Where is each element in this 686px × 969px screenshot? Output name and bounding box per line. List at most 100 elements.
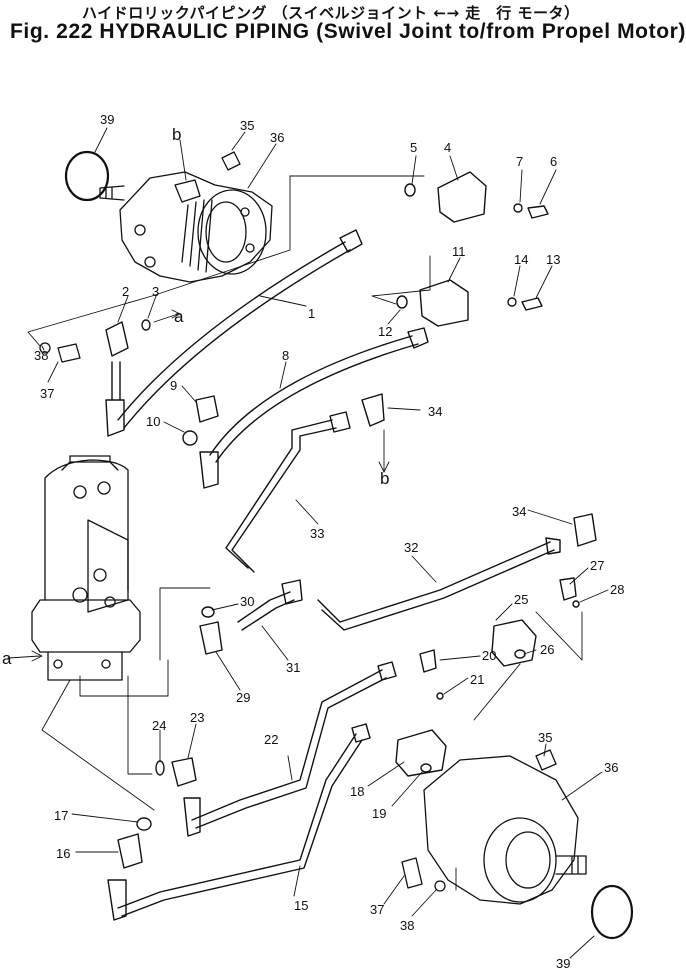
leader-19 (391, 771, 423, 807)
callout-27: 27 (590, 558, 604, 573)
hose-1-end-fitting (339, 229, 363, 253)
leader-28 (579, 589, 609, 603)
callout-37-top: 37 (40, 386, 54, 401)
callout-33: 33 (310, 526, 324, 541)
bolt-27 (559, 577, 577, 601)
callout-18: 18 (350, 784, 364, 799)
callout-29: 29 (236, 690, 250, 705)
swivel-port (93, 568, 107, 582)
callout-22: 22 (264, 732, 278, 747)
pipe-33 (225, 419, 337, 573)
leader-33 (295, 499, 319, 525)
callout-31: 31 (286, 660, 300, 675)
swivel-port (101, 659, 111, 669)
washer-38-bottom (434, 880, 446, 892)
leader-38-top (41, 345, 45, 351)
callout-25: 25 (514, 592, 528, 607)
connector-29 (199, 621, 223, 655)
leader-34-right (527, 509, 573, 525)
leader-31 (261, 625, 289, 661)
callout-28: 28 (610, 582, 624, 597)
elbow-16 (117, 833, 143, 869)
bolt-6 (527, 205, 549, 219)
o-ring-5 (404, 183, 416, 197)
leader-38-bottom (411, 889, 437, 917)
elbow-2 (105, 321, 129, 357)
callout-38-bottom: 38 (400, 918, 414, 933)
propel-motor-bottom (39, 342, 634, 940)
pipe-32-end-fitting (545, 537, 561, 555)
elbow-23 (171, 757, 197, 787)
callout-17: 17 (54, 808, 68, 823)
callout-7: 7 (516, 154, 523, 169)
callouts: 39 b 35 36 5 4 7 6 11 14 13 12 2 3 a 1 3… (2, 112, 624, 969)
callout-20: 20 (482, 648, 496, 663)
callout-8: 8 (282, 348, 289, 363)
leader-11 (447, 257, 461, 283)
bolt-13 (521, 297, 543, 311)
connection-band-motor (473, 663, 521, 721)
flange-25 (491, 619, 537, 667)
swivel-port (72, 587, 88, 603)
connection-band-mid (159, 587, 211, 661)
motor-top-bolt (144, 256, 156, 268)
washer-28 (572, 600, 580, 608)
pipe-15 (117, 733, 363, 917)
leader-13 (535, 265, 553, 299)
callout-30: 30 (240, 594, 254, 609)
pipe-22-end-fitting (377, 661, 397, 681)
callout-35-bottom: 35 (538, 730, 552, 745)
hose-8 (209, 335, 419, 463)
callout-10: 10 (146, 414, 160, 429)
ref-label-b-top: b (172, 125, 181, 144)
hydraulic-piping-drawing: 39 b 35 36 5 4 7 6 11 14 13 12 2 3 a 1 3… (2, 112, 634, 969)
callout-34-right: 34 (512, 504, 526, 519)
leader-29 (215, 651, 241, 691)
pipe-22-start-fitting (183, 797, 201, 837)
washer-7 (513, 203, 523, 213)
hose-1 (117, 241, 351, 429)
leader-17 (71, 813, 139, 823)
flange-18 (395, 729, 447, 777)
leader-25 (495, 603, 513, 621)
callout-26: 26 (540, 642, 554, 657)
o-ring-26 (514, 649, 526, 659)
connection-band-top-2 (289, 175, 431, 305)
connection-band-top-1 (27, 175, 291, 347)
plug-35-top (221, 151, 241, 171)
callout-37-bottom: 37 (370, 902, 384, 917)
hose-8-start-fitting (199, 451, 219, 489)
leader-6 (539, 169, 557, 205)
swivel-lower-base (47, 651, 123, 681)
leader-27 (569, 567, 589, 585)
motor-bottom-drum (483, 817, 557, 903)
leader-39-bottom (569, 935, 595, 959)
piping (105, 171, 597, 921)
o-ring-17 (136, 817, 152, 831)
leader-30 (211, 603, 239, 611)
callout-21: 21 (470, 672, 484, 687)
arrow-head-a-left (31, 650, 43, 662)
swivel-lower-flange (31, 599, 141, 653)
motor-bottom-housing (423, 755, 579, 905)
leader-9 (181, 385, 197, 403)
callout-39-top: 39 (100, 112, 114, 127)
motor-top-bolt (240, 207, 250, 217)
callout-36-top: 36 (270, 130, 284, 145)
leader-7 (519, 169, 523, 203)
propel-motor-top (64, 150, 273, 283)
callout-16: 16 (56, 846, 70, 861)
callout-1: 1 (308, 306, 315, 321)
figure-title-english: Fig. 222 HYDRAULIC PIPING (Swivel Joint … (10, 20, 686, 43)
callout-39-bottom: 39 (556, 956, 570, 969)
swivel-top-cap (61, 455, 119, 471)
swivel-port (104, 596, 116, 608)
leader-36-top (247, 143, 277, 189)
o-ring-10 (182, 430, 198, 446)
elbow-9 (195, 395, 219, 423)
figure-title-japanese: ハイドロリックパイピング （スイベルジョイント ←→ 走 行 モータ） (82, 4, 580, 22)
leader-b-top (179, 139, 187, 181)
bolt-37-top (57, 343, 81, 363)
washer-38-top (39, 342, 51, 354)
callout-15: 15 (294, 898, 308, 913)
